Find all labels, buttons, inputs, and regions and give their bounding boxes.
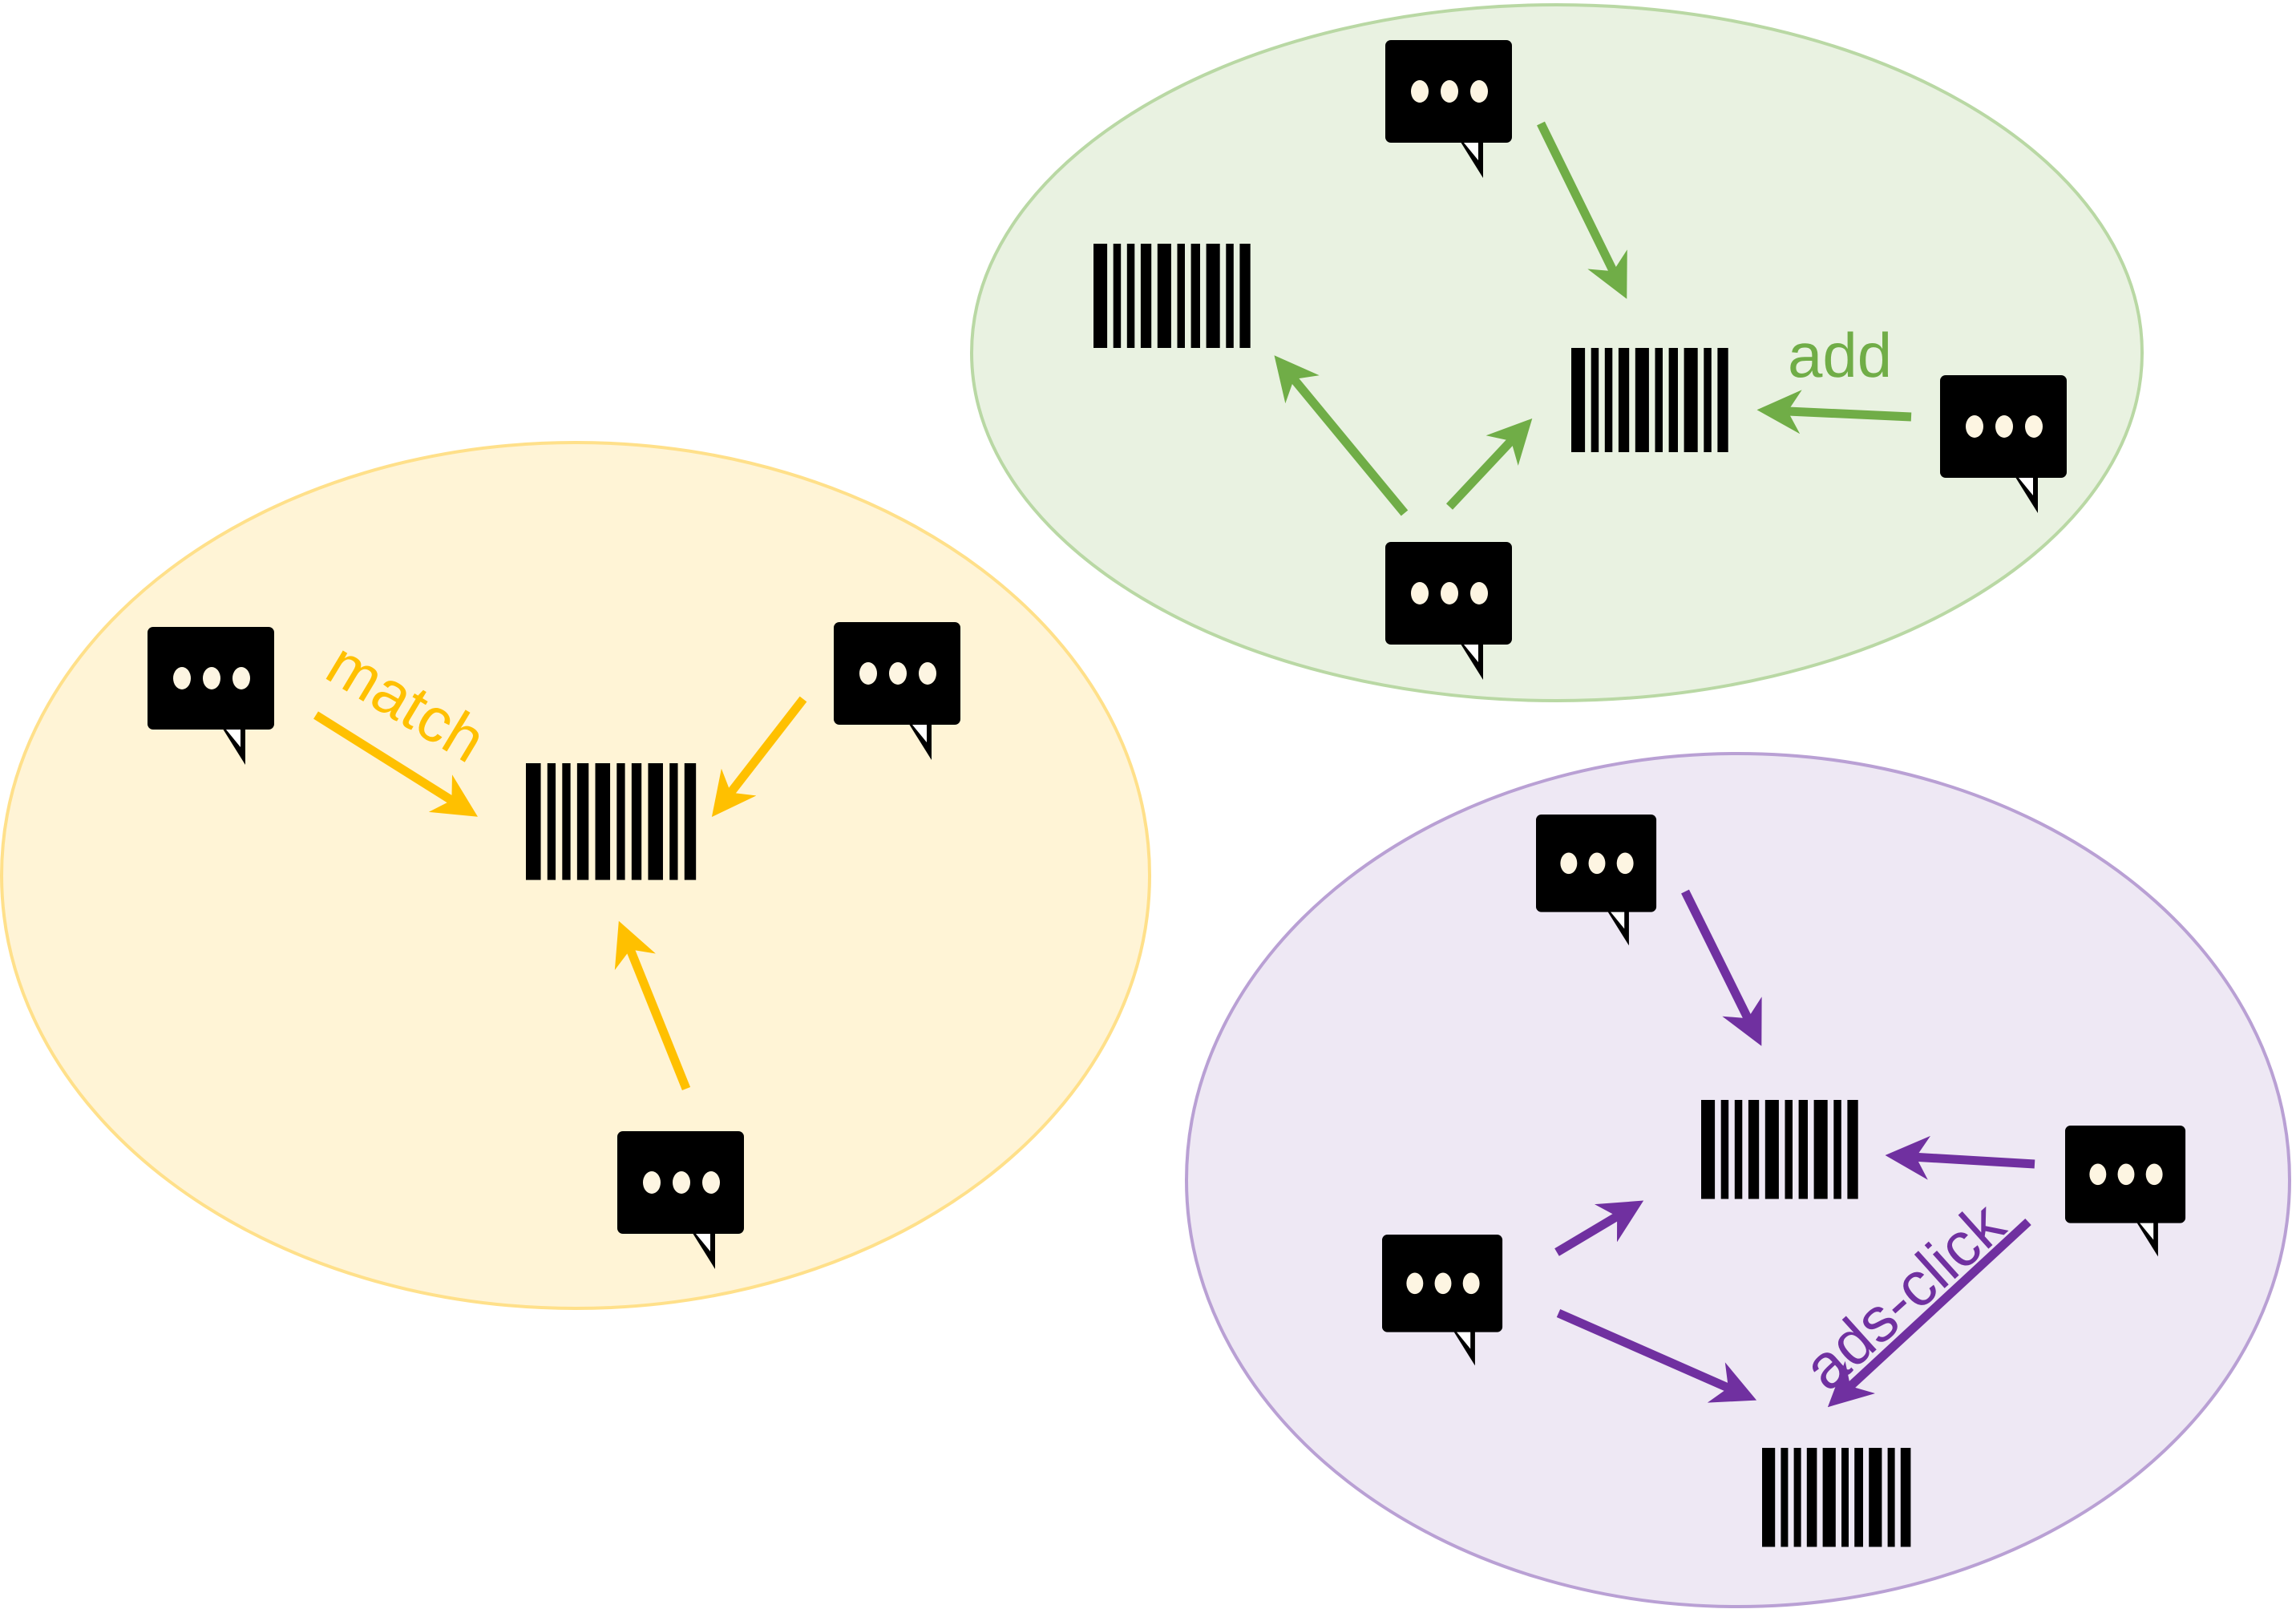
ads-click-edge-qright-to-top (1885, 1135, 2035, 1180)
add-edge-qright-to-center (1756, 390, 1912, 435)
match-edge-q1-to-item (313, 711, 478, 817)
ads-click-edge-qtop-to-top (1681, 889, 1762, 1046)
ads-click-edge-qleft-to-top (1554, 1200, 1644, 1256)
match-edge-q3-to-item (614, 920, 691, 1091)
match-edge-q2-to-item (711, 696, 807, 818)
add-group: add (970, 3, 2144, 702)
add-edge-qbottom-to-left (1274, 355, 1409, 516)
match-group: match (0, 441, 1151, 1310)
match-group-region (0, 441, 1151, 1310)
add-edge-qtop-to-center (1537, 121, 1627, 299)
ads-click-edge-qleft-to-bottom (1556, 1308, 1757, 1403)
add-group-region (970, 3, 2144, 702)
add-edge-label: add (1788, 320, 1892, 390)
ads-click-edge-qright-to-bottom (1827, 1218, 2031, 1408)
ads-click-group: ads-click (1185, 752, 2291, 1608)
add-edge-qbottom-to-center (1445, 418, 1533, 510)
